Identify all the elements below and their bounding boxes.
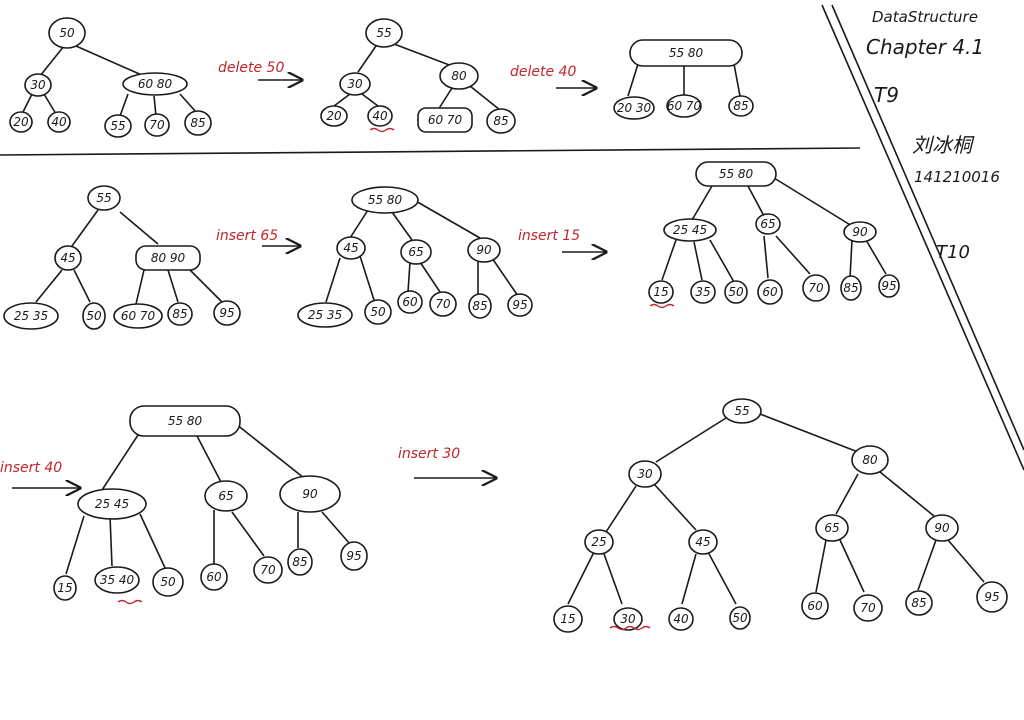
t9-tree-3: 55 80 20 30 60 70 85 [613, 39, 754, 120]
op-delete-50: delete 50 [218, 60, 284, 76]
node: 25 35 [14, 309, 48, 323]
horizontal-divider [0, 147, 861, 156]
node: 35 40 [100, 573, 135, 587]
node: 15 [653, 285, 668, 299]
node: 65 [760, 217, 775, 231]
node: 45 [343, 241, 358, 255]
node: 30 [637, 467, 653, 481]
node: 60 70 [428, 113, 463, 127]
node: 50 [370, 305, 386, 319]
node: 80 [451, 69, 467, 83]
node: 50 [160, 575, 176, 589]
node: 60 [807, 599, 823, 613]
node: 25 45 [673, 223, 707, 237]
node: 90 [852, 225, 868, 239]
node: 40 [372, 109, 388, 123]
t9-tree-1: 50 30 60 80 20 40 55 70 85 [9, 17, 212, 138]
node: 70 [260, 563, 276, 577]
node: 80 [862, 453, 878, 467]
node: 85 [472, 299, 487, 313]
node: 65 [218, 489, 233, 503]
node: 15 [57, 581, 72, 595]
op-delete-40: delete 40 [510, 64, 576, 80]
node: 95 [984, 590, 999, 604]
node: 15 [560, 612, 575, 626]
node: 30 [347, 77, 363, 91]
t10-tree-5: 55 30 80 25 45 65 90 15 30 40 50 60 70 8… [553, 398, 1008, 633]
node: 55 [376, 26, 391, 40]
student-name: 刘冰桐 [912, 133, 975, 157]
node: 70 [435, 297, 451, 311]
op-insert-40: insert 40 [0, 460, 62, 476]
node: 80 90 [151, 251, 186, 265]
node: 40 [673, 612, 689, 626]
node: 25 [591, 535, 606, 549]
node: 45 [60, 251, 75, 265]
task-10-label: T10 [936, 242, 970, 263]
node: 55 80 [719, 167, 754, 181]
node: 50 [86, 309, 102, 323]
node: 60 70 [667, 99, 702, 113]
node: 55 [110, 119, 125, 133]
node: 60 70 [121, 309, 156, 323]
node: 35 [695, 285, 710, 299]
node: 70 [149, 118, 165, 132]
node: 25 45 [95, 497, 129, 511]
node: 45 [695, 535, 710, 549]
t10-tree-4: 55 80 25 45 65 90 15 35 40 50 60 70 85 9… [53, 405, 368, 605]
t9-tree-2: 55 30 80 20 40 60 70 85 [320, 18, 516, 134]
node: 95 [346, 549, 361, 563]
node: 90 [302, 487, 318, 501]
node: 55 80 [368, 193, 403, 207]
node: 50 [728, 285, 744, 299]
node: 85 [911, 596, 926, 610]
t10-tree-2: 55 80 45 65 90 25 35 50 60 70 85 95 [297, 186, 533, 328]
node: 55 [734, 404, 749, 418]
node: 90 [934, 521, 950, 535]
node: 85 [190, 116, 205, 130]
node: 50 [732, 611, 748, 625]
node: 55 80 [168, 414, 203, 428]
node: 60 [206, 570, 222, 584]
vertical-divider-1 [821, 4, 1024, 471]
node: 85 [843, 281, 858, 295]
node: 30 [30, 78, 46, 92]
node: 55 [96, 191, 111, 205]
node: 85 [172, 307, 187, 321]
node: 40 [51, 115, 67, 129]
t10-tree-3: 55 80 25 45 65 90 15 35 50 60 70 85 95 [648, 161, 900, 309]
node: 95 [512, 298, 527, 312]
node: 55 80 [669, 46, 704, 60]
node: 95 [219, 306, 234, 320]
student-id: 141210016 [914, 168, 1000, 186]
node: 60 [402, 295, 418, 309]
chapter-title: Chapter 4.1 [866, 35, 984, 59]
op-insert-65: insert 65 [216, 228, 278, 244]
node: 85 [733, 99, 748, 113]
node: 60 80 [138, 77, 173, 91]
t10-tree-1: 55 45 80 90 25 35 50 60 70 85 95 [3, 185, 241, 330]
node: 30 [620, 612, 636, 626]
node: 20 30 [617, 101, 652, 115]
node: 65 [408, 245, 423, 259]
node: 25 35 [308, 308, 342, 322]
node: 20 [326, 109, 342, 123]
course-title: DataStructure [872, 8, 978, 26]
op-insert-30: insert 30 [398, 446, 460, 462]
node: 95 [881, 279, 896, 293]
node: 65 [824, 521, 839, 535]
node: 85 [292, 555, 307, 569]
node: 60 [762, 285, 778, 299]
vertical-divider-2 [831, 4, 1024, 451]
task-9-label: T9 [874, 83, 899, 107]
node: 85 [493, 114, 508, 128]
op-insert-15: insert 15 [518, 228, 580, 244]
node: 90 [476, 243, 492, 257]
node: 70 [860, 601, 876, 615]
node: 50 [59, 26, 75, 40]
node: 70 [808, 281, 824, 295]
node: 20 [13, 115, 29, 129]
